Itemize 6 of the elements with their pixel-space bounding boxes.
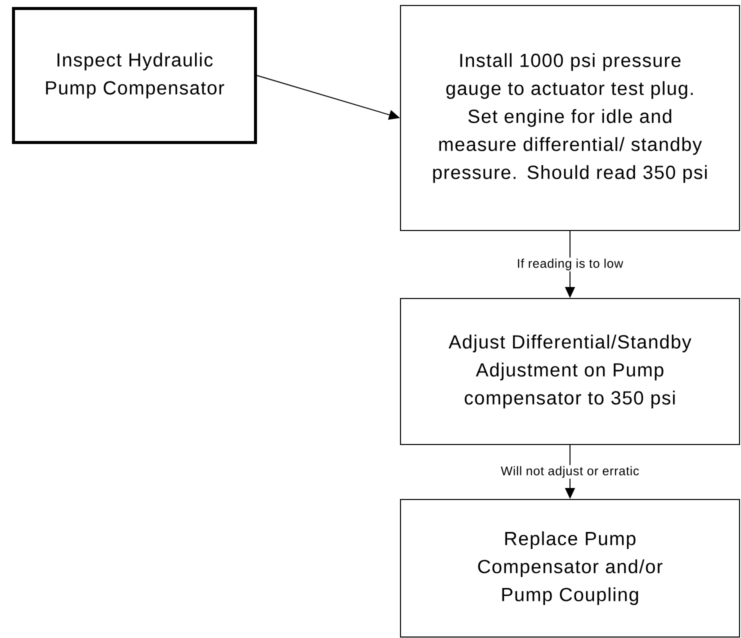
process-box: Install 1000 psi pressure gauge to actuator test plug. Set engine for idle and measure differential/ standby pressure. Should read 350 psi — [400, 5, 740, 231]
edge-label: If reading is to low — [516, 258, 624, 272]
start-box: Inspect Hydraulic Pump Compensator — [12, 7, 257, 144]
edge-label: Will not adjust or erratic — [500, 465, 640, 479]
process-box: Replace Pump Compensator and/or Pump Coupling — [400, 498, 740, 638]
process-box: Adjust Differential/Standby Adjustment on Pump compensator to 350 psi — [400, 298, 740, 445]
